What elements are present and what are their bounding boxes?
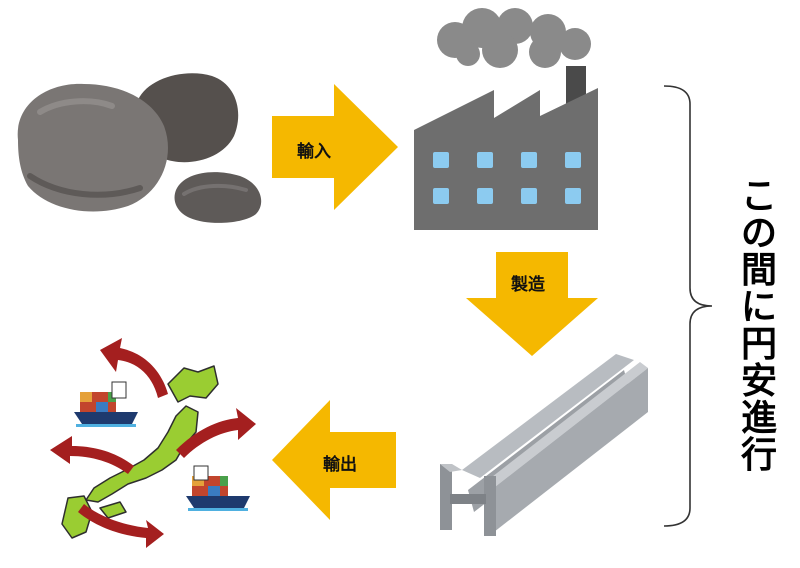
rocks-icon [17, 73, 262, 223]
smoke-cloud [437, 8, 591, 68]
steel-beam-icon [440, 354, 648, 536]
japan-map-shipping-icon [50, 338, 256, 548]
manufacture-arrow [466, 252, 598, 356]
container-ship-icon [74, 381, 138, 427]
factory-windows [433, 152, 581, 204]
manufacture-label: 製造 [511, 275, 545, 295]
side-label-char: 進 [740, 398, 777, 439]
side-label-char: 行 [740, 435, 777, 476]
export-arrow [272, 400, 396, 520]
import-label: 輸入 [297, 142, 331, 162]
side-label-char: こ [740, 176, 777, 217]
japan-map [61, 365, 219, 539]
side-label-char: 間 [740, 250, 777, 291]
import-arrow [272, 84, 398, 210]
side-label-char: の [740, 213, 777, 254]
side-label-char: 安 [740, 361, 777, 402]
side-label-char: 円 [740, 324, 777, 365]
bracket [663, 85, 713, 527]
export-route-arrows [50, 338, 256, 548]
export-label: 輸出 [323, 455, 357, 475]
container-ship-icon [186, 465, 250, 511]
factory-icon [414, 8, 598, 230]
side-label-char: に [740, 287, 777, 328]
side-label: こ の 間 に 円 安 進 行 [737, 178, 781, 474]
